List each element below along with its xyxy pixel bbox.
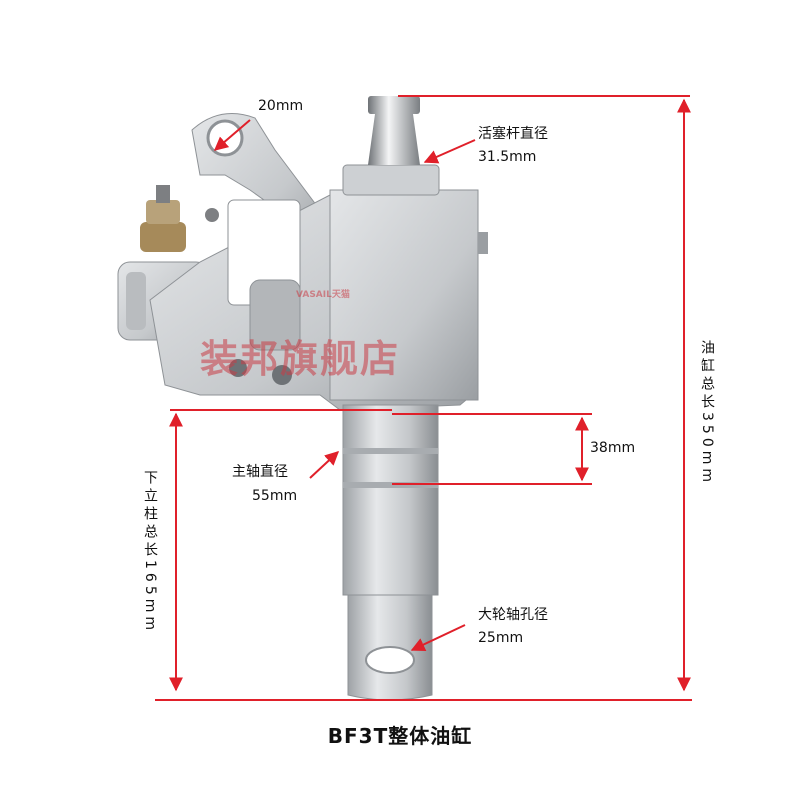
wheel-hole-label: 大轮轴孔径 <box>478 607 548 623</box>
pin-hole-label: 20mm <box>258 98 304 114</box>
lower-column-label: 下立柱总长165mm <box>142 470 158 634</box>
piston-rod <box>368 96 420 165</box>
product-title: BF3T整体油缸 <box>327 724 473 748</box>
wheel-hole-value: 25mm <box>478 630 524 646</box>
piston-rod-label: 活塞杆直径 <box>478 126 548 142</box>
watermark-text: 装邦旗舰店 <box>200 337 401 381</box>
lower-column <box>342 404 439 701</box>
pump-body <box>149 164 488 411</box>
segment-length-label: 38mm <box>590 440 636 456</box>
piston-rod-value: 31.5mm <box>478 149 537 165</box>
main-shaft-label: 主轴直径 <box>232 464 288 480</box>
watermark-small: VASAIL天猫 <box>296 290 350 300</box>
dimension-lines <box>155 95 692 701</box>
total-length-label: 油缸总长350mm <box>699 340 715 486</box>
main-shaft-value: 55mm <box>252 488 298 504</box>
